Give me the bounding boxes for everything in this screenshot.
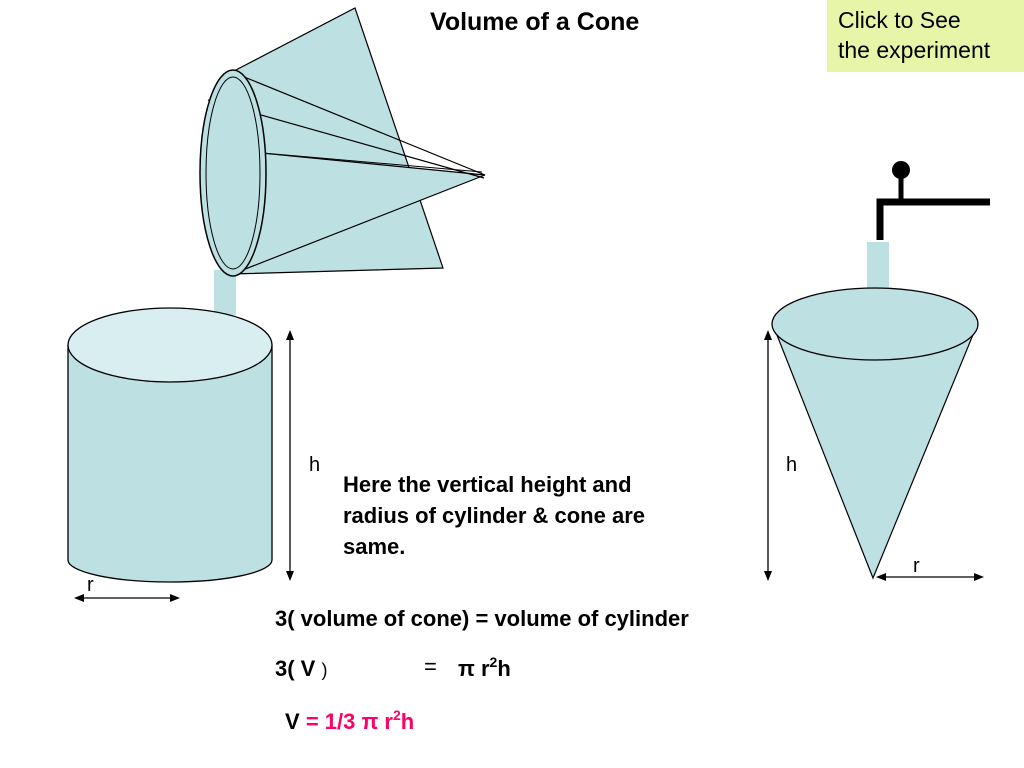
eq2-h: h [497,656,511,681]
upright-cone [771,287,979,580]
cone-height-label: h [786,454,798,476]
cylinder-radius-label: r [87,574,94,596]
tap-water-stream [867,242,889,292]
eq3-h: h [400,709,415,734]
note-line3: same. [343,534,406,559]
see-experiment-button[interactable]: Click to See the experiment [827,0,1024,72]
note-line1: Here the vertical height and [343,472,632,497]
cylinder-height-label: h [309,454,321,476]
same-dimensions-note: Here the vertical height and radius of c… [343,469,645,562]
eq2-left-text: 3( V [275,656,316,681]
note-line2: radius of cylinder & cone are [343,503,645,528]
equation-1: 3( volume of cone) = volume of cylinder [275,606,689,631]
tap [876,161,990,240]
equation-2-equals: = [424,654,437,679]
cylinder-radius-arrow [74,594,180,602]
eq2-rhs: π r [458,656,490,681]
eq3-formula: = 1/3 π r2h [305,707,415,734]
eq3-rhs: = 1/3 π r [305,709,393,734]
eq3-v: V [285,709,300,734]
cone-radius-arrow [876,573,984,581]
cylinder-height-arrow [286,330,294,581]
eq3-exponent: 2 [393,707,401,723]
equation-3: V = 1/3 π r2h [285,707,415,735]
experiment-button-label-line2: the experiment [838,37,991,63]
eq2-exponent: 2 [489,654,498,670]
tilted-cone [199,7,486,277]
cone-radius-label: r [913,555,920,577]
pour-stream [214,270,236,315]
experiment-button-label-line1: Click to See [838,7,961,33]
eq2-paren: ) [321,660,328,680]
page-title: Volume of a Cone [430,8,640,36]
equation-2-right: π r2h [458,654,511,682]
equation-2-left: 3( V ) [275,656,327,682]
cylinder [67,307,273,583]
cone-height-arrow [764,330,772,581]
